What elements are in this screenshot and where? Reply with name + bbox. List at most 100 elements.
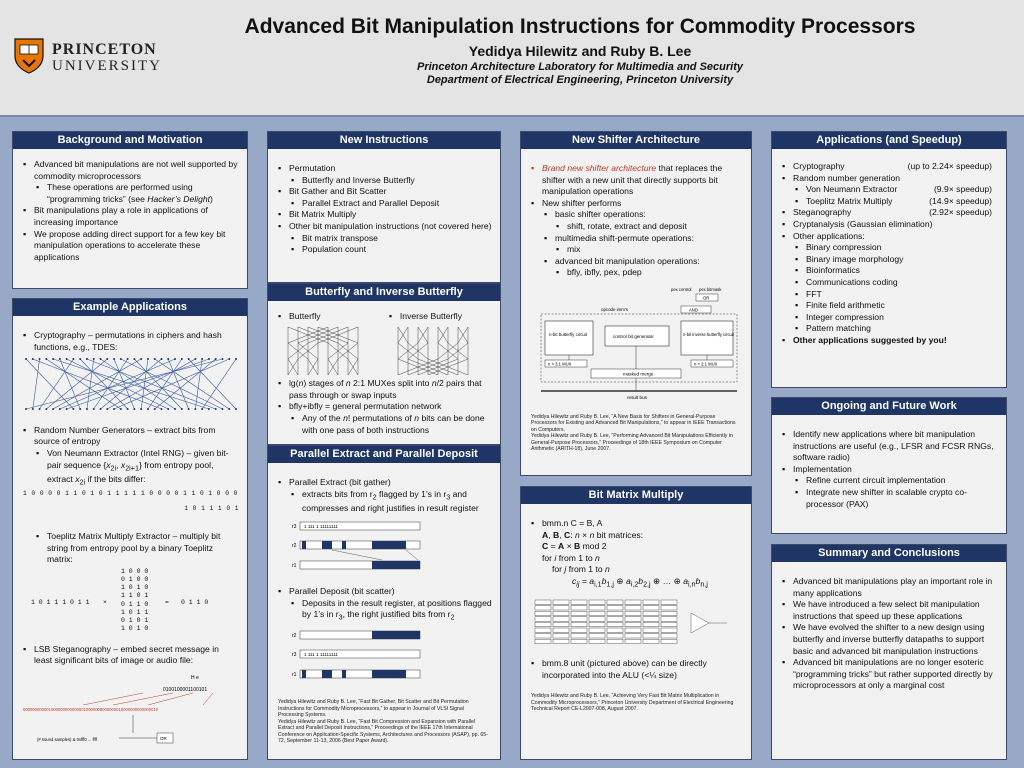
- panel-new-instructions: New Instructions Permutation Butterfly a…: [267, 131, 501, 283]
- references: Yedidya Hilewitz and Ruby B. Lee, “Achie…: [521, 693, 751, 713]
- panel-title: Butterfly and Inverse Butterfly: [268, 284, 500, 301]
- reference-entry: Yedidya Hilewitz and Ruby B. Lee, “Fast …: [278, 699, 469, 719]
- bullet: Parallel Extract (bit gather): [278, 476, 492, 489]
- bullet: Bioinformatics: [782, 264, 992, 277]
- panel-summary: Summary and Conclusions Advanced bit man…: [771, 544, 1007, 760]
- bullet: Permutation: [278, 162, 492, 175]
- times-symbol: ×: [103, 598, 107, 606]
- reference-entry: Yedidya Hilewitz and Ruby B. Lee, “Fast …: [278, 718, 488, 745]
- bullet: Implementation: [782, 463, 998, 476]
- bullet: Parallel Extract and Parallel Deposit: [278, 197, 492, 210]
- bullet: We propose adding direct support for a f…: [23, 228, 239, 264]
- bullet: We have introduced a few select bit mani…: [782, 598, 998, 622]
- bullet: bfly, ibfly, pex, pdep: [531, 266, 743, 279]
- reg-label: r1: [292, 672, 297, 678]
- lsb-stream-bits: 0000000000010000000000000010000000000000…: [23, 707, 159, 712]
- bullet: Bit manipulations play a role in applica…: [23, 204, 239, 228]
- bullet: Integrate new shifter in scalable crypto…: [782, 486, 998, 510]
- princeton-shield-icon: [14, 38, 44, 74]
- or-label: OR: [160, 736, 168, 741]
- app-speedup: (up to 2.24× speedup): [907, 161, 992, 171]
- lsb-steganography-diagram: H e 0100100001100101 0000000000010000000…: [23, 675, 214, 744]
- diagram-label: n × 3:1 MUX: [548, 361, 572, 366]
- bullet: Cryptanalysis (Gaussian elimination): [782, 218, 992, 231]
- bmm-line: for i from 1 to n: [542, 552, 600, 563]
- bullet: Advanced bit manipulations are not well …: [23, 158, 239, 182]
- bit-sequence-bottom: 1 0 1 1 1 0 1: [184, 504, 239, 512]
- mask-bits: 1 111 1 11111111: [304, 524, 338, 529]
- princeton-logo: PRINCETON UNIVERSITY: [14, 38, 164, 78]
- bit-sequence-top: 1 0 0 0 0 1 1 0 1 0 1 1 1 1 1 0 0 0 0 1 …: [23, 490, 238, 498]
- bullet: Communications coding: [782, 276, 992, 289]
- bullet: Refine current circuit implementation: [782, 474, 998, 487]
- bullet: Butterfly: [278, 310, 321, 323]
- bullet: Other bit manipulation instructions (not…: [278, 220, 492, 233]
- poster-header: PRINCETON UNIVERSITY Advanced Bit Manipu…: [0, 0, 1024, 117]
- panel-title: Bit Matrix Multiply: [521, 487, 751, 504]
- bullet: LSB Steganography – embed secret message…: [23, 643, 239, 667]
- bullet: extracts bits from r2 flagged by 1’s in …: [278, 488, 492, 515]
- lsb-mask-label: (# sound samples) & 0xfff0 ... ffff: [37, 737, 98, 742]
- panel-background: Background and Motivation Advanced bit m…: [12, 131, 248, 289]
- bullet: Parallel Deposit (bit scatter): [278, 585, 492, 598]
- diagram-label: OR: [703, 295, 709, 300]
- bullet: We have evolved the shifter to a new des…: [782, 621, 998, 657]
- app-name: Von Neumann Extractor: [806, 184, 898, 195]
- lsb-letters: H e: [191, 675, 199, 681]
- bullet: Binary compression: [782, 241, 992, 254]
- panel-title: Example Applications: [13, 299, 247, 316]
- pdep-diagram: r2 r3 1 111 1 11111111 r1: [292, 630, 421, 678]
- bullet: Any of the n! permutations of n bits can…: [278, 412, 492, 436]
- app-name: Toeplitz Matrix Multiply: [806, 195, 893, 206]
- toeplitz-row: 0 1 0 1: [121, 617, 149, 625]
- bullet: bmm.n C = B, A A, B, C: n × n bit matric…: [531, 517, 743, 590]
- shifter-highlight: Brand new shifter architecture: [542, 163, 657, 173]
- panel-future-work: Ongoing and Future Work Identify new app…: [771, 397, 1007, 534]
- diagram-label: AND: [689, 307, 698, 312]
- reference-entry: Yedidya Hilewitz and Ruby B. Lee, “Perfo…: [531, 433, 733, 453]
- bmm-line: cij = ai,1b1,j ⊕ ai,2b2,j ⊕ … ⊕ ai,nbn,j: [572, 575, 708, 589]
- panel-title: Parallel Extract and Parallel Deposit: [268, 446, 500, 463]
- bullet: lg(n) stages of n 2:1 MUXes split into n…: [278, 377, 492, 401]
- app-name: Cryptography: [793, 161, 845, 171]
- app-speedup: (14.9× speedup): [929, 195, 992, 206]
- app-speedup: (9.9× speedup): [933, 184, 992, 195]
- diagram-label: masked merge: [623, 371, 654, 376]
- bullet: Advanced bit manipulations play an impor…: [782, 575, 998, 599]
- panel-applications: Applications (and Speedup) Cryptography(…: [771, 131, 1007, 388]
- tdes-permutation-diagram: [25, 358, 237, 411]
- bullet: Bit Gather and Bit Scatter: [278, 185, 492, 198]
- bullet: Other applications suggested by you!: [782, 334, 992, 347]
- reference-entry: Yedidya Hilewitz and Ruby B. Lee, “A New…: [531, 413, 736, 433]
- reg-label: r1: [292, 563, 297, 569]
- lsb-mask-bits: 0100100001100101: [163, 687, 207, 693]
- reg-label: r2: [292, 633, 297, 639]
- panel-title: New Instructions: [268, 132, 500, 149]
- poster-dept: Department of Electrical Engineering, Pr…: [426, 74, 734, 86]
- equals-symbol: =: [165, 598, 169, 606]
- bmm-line: bmm.n C = B, A: [542, 518, 603, 528]
- bullet: Butterfly and Inverse Butterfly: [278, 174, 492, 187]
- bullet: Population count: [278, 243, 492, 256]
- bullet: shift, rotate, extract and deposit: [531, 220, 743, 233]
- bullet: Brand new shifter architecture that repl…: [531, 162, 743, 198]
- bmm-line: A, B, C: n × n bit matrices:: [542, 529, 644, 540]
- bullet: Deposits in the result register, at posi…: [278, 597, 492, 624]
- bullet: Advanced bit manipulations are no longer…: [782, 656, 998, 692]
- bullet: Identify new applications where bit mani…: [782, 428, 998, 464]
- bullet: multimedia shift-permute operations:: [531, 232, 743, 245]
- poster-lab: Princeton Architecture Laboratory for Mu…: [417, 61, 743, 73]
- bullet: Finite field arithmetic: [782, 299, 992, 312]
- references: Yedidya Hilewitz and Ruby B. Lee, “A New…: [521, 414, 751, 453]
- panel-title: Background and Motivation: [13, 132, 247, 149]
- bullet: These operations are performed using “pr…: [23, 181, 239, 205]
- app-name: Steganography: [793, 207, 852, 218]
- poster-title: Advanced Bit Manipulation Instructions f…: [244, 15, 916, 38]
- reg-label: r3: [292, 652, 297, 658]
- bullet: mix: [531, 243, 743, 256]
- panel-example-applications: Example Applications Cryptography – perm…: [12, 298, 248, 760]
- bullet: FFT: [782, 288, 992, 301]
- diagram-label: n-bit butterfly circuit: [549, 332, 588, 337]
